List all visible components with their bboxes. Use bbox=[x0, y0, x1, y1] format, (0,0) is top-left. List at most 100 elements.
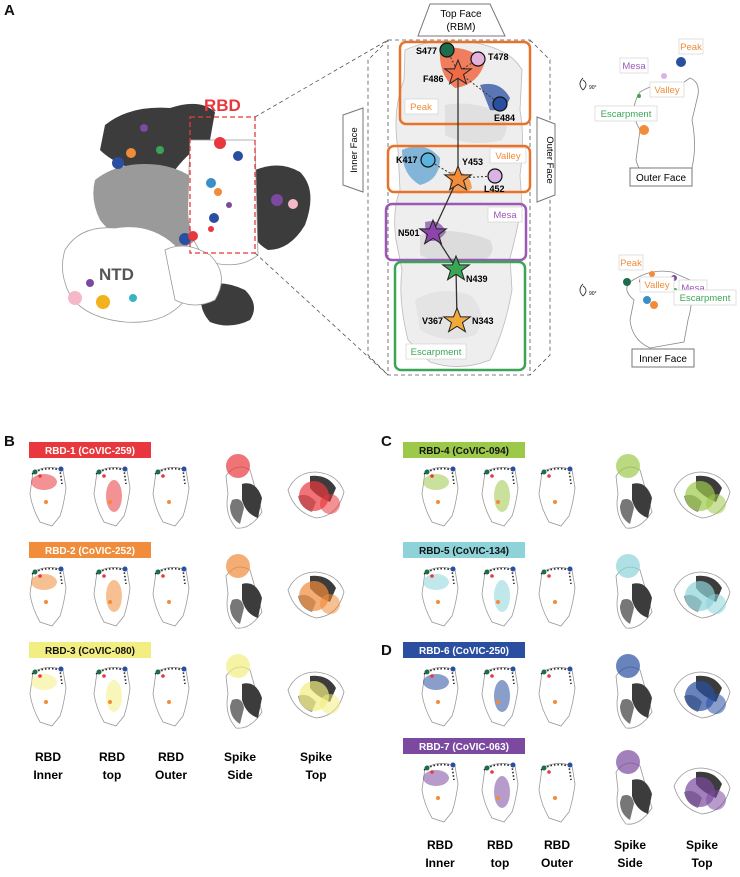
inner-face-tab bbox=[342, 107, 364, 193]
d-col5-line2: Top bbox=[691, 856, 712, 870]
outer-peak-label: Peak bbox=[680, 42, 702, 53]
d-col3-line1: RBD bbox=[544, 838, 570, 852]
antibody-tag-label: RBD-1 (CoVIC-259) bbox=[45, 446, 135, 457]
panel-c-rows: RBD-4 (CoVIC-094) RBD-5 (CoVIC-134) bbox=[403, 442, 731, 629]
antibody-tag bbox=[403, 442, 525, 458]
f486-label: F486 bbox=[423, 74, 444, 84]
antibody-tag-label: RBD-5 (CoVIC-134) bbox=[419, 546, 509, 557]
outer-face-caption: Outer Face bbox=[636, 173, 686, 184]
panel-letter-a: A bbox=[4, 2, 15, 19]
panel-letter-d: D bbox=[381, 642, 392, 659]
d-col3-line2: Outer bbox=[541, 856, 573, 870]
inner-face-side-label: Inner Face bbox=[349, 127, 360, 172]
rbd-highlight-box bbox=[189, 116, 256, 254]
peak-label-box bbox=[404, 98, 439, 115]
epitope-thumbnails bbox=[421, 454, 731, 529]
antibody-tag-label: RBD-3 (CoVIC-080) bbox=[45, 646, 135, 657]
d-col2-line2: top bbox=[491, 856, 510, 870]
outer-valley-label: Valley bbox=[654, 85, 679, 96]
inner-face-view: 90° Peak Mesa Valley Escarpment Inner Fa… bbox=[579, 254, 737, 368]
peak-region-box bbox=[398, 40, 532, 126]
b-col1-line2: Inner bbox=[33, 768, 63, 782]
escarpment-region-box bbox=[393, 260, 527, 372]
d-col2-line1: RBD bbox=[487, 838, 513, 852]
zoom-line-top bbox=[254, 39, 389, 118]
antibody-tag-label: RBD-2 (CoVIC-252) bbox=[45, 546, 135, 557]
rbd-zoom-diagram: Top Face (RBM) Inner Face Outer Face Pea… bbox=[342, 3, 556, 376]
inner-valley-label: Valley bbox=[644, 280, 669, 291]
zoom-frame bbox=[387, 39, 531, 376]
f486-star bbox=[443, 58, 473, 85]
k417-marker bbox=[420, 152, 436, 168]
panel-b-column-headers: RBD Inner RBD top RBD Outer Spike Side S… bbox=[33, 750, 332, 782]
antibody-tag-label: RBD-7 (CoVIC-063) bbox=[419, 742, 509, 753]
e484-marker bbox=[492, 96, 508, 112]
n501-label: N501 bbox=[398, 228, 420, 238]
t478-marker bbox=[470, 51, 486, 67]
antibody-row: RBD-5 (CoVIC-134) bbox=[403, 542, 731, 629]
epitope-thumbnails bbox=[421, 654, 731, 729]
n439-star bbox=[441, 254, 471, 281]
epitope-thumbnails bbox=[421, 554, 731, 629]
mesa-label-box bbox=[487, 206, 523, 223]
outer-face-tab bbox=[536, 116, 556, 203]
epitope-thumbnails bbox=[29, 654, 345, 729]
valley-label-box bbox=[489, 147, 527, 164]
inner-escarpment-label: Escarpment bbox=[680, 293, 731, 304]
antibody-tag bbox=[403, 542, 525, 558]
e484-link bbox=[457, 71, 501, 105]
zoom-frame-left-bevel bbox=[367, 39, 389, 376]
b-col4-line1: Spike bbox=[224, 750, 256, 764]
s477-label: S477 bbox=[416, 46, 437, 56]
panel-letter-b: B bbox=[4, 433, 15, 450]
k417-label: K417 bbox=[396, 155, 418, 165]
inner-face-caption-box bbox=[631, 348, 695, 368]
l452-marker bbox=[487, 168, 503, 184]
n439-label: N439 bbox=[466, 274, 488, 284]
d-col1-line1: RBD bbox=[427, 838, 453, 852]
rbd-title: RBD bbox=[204, 96, 241, 115]
rotate-inner-label: 90° bbox=[589, 291, 597, 297]
valley-region-box bbox=[386, 144, 532, 194]
spike-trimer-surface bbox=[62, 103, 311, 326]
antibody-row: RBD-3 (CoVIC-080) bbox=[29, 642, 345, 729]
epitope-thumbnails bbox=[421, 750, 731, 825]
outer-face-side-label: Outer Face bbox=[544, 136, 555, 184]
outer-mesa-label-box bbox=[619, 57, 649, 74]
s477-marker bbox=[439, 42, 455, 58]
antibody-tag-label: RBD-4 (CoVIC-094) bbox=[419, 446, 509, 457]
antibody-row: RBD-7 (CoVIC-063) bbox=[403, 738, 731, 825]
l452-label: L452 bbox=[484, 184, 505, 194]
outer-valley-label-box bbox=[649, 81, 685, 98]
inner-valley-label-box bbox=[639, 276, 675, 293]
outer-peak-label-box bbox=[678, 38, 704, 55]
epitope-thumbnails bbox=[29, 554, 345, 629]
inner-face-caption: Inner Face bbox=[639, 354, 687, 365]
rotate-arrow-outer-icon bbox=[579, 77, 587, 91]
zoom-frame-right-bevel bbox=[529, 39, 551, 376]
panel-letter-c: C bbox=[381, 433, 392, 450]
antibody-tag bbox=[403, 738, 525, 754]
outer-face-view: 90° Peak Mesa Valley Escarpment Outer Fa… bbox=[579, 38, 704, 187]
outer-face-caption-box bbox=[629, 167, 693, 187]
top-face-label: Top Face bbox=[440, 9, 482, 20]
y453-label: Y453 bbox=[462, 157, 483, 167]
mesa-label: Mesa bbox=[493, 210, 517, 221]
outer-escarpment-label-box bbox=[594, 105, 658, 122]
inner-mesa-label: Mesa bbox=[681, 283, 705, 294]
v367-label: V367 bbox=[422, 316, 443, 326]
antibody-tag bbox=[29, 542, 151, 558]
panel-d-rows: RBD-6 (CoVIC-250) RBD-7 (CoVIC-063) bbox=[403, 642, 731, 825]
top-face-sublabel: (RBM) bbox=[447, 22, 476, 33]
n501-star bbox=[418, 218, 448, 245]
antibody-row: RBD-6 (CoVIC-250) bbox=[403, 642, 731, 729]
valley-label: Valley bbox=[495, 151, 520, 162]
b-col3-line2: Outer bbox=[155, 768, 187, 782]
t478-label: T478 bbox=[488, 52, 509, 62]
outer-escarpment-label: Escarpment bbox=[601, 109, 652, 120]
e484-label: E484 bbox=[494, 113, 515, 123]
antibody-tag bbox=[403, 642, 525, 658]
antibody-tag bbox=[29, 442, 151, 458]
